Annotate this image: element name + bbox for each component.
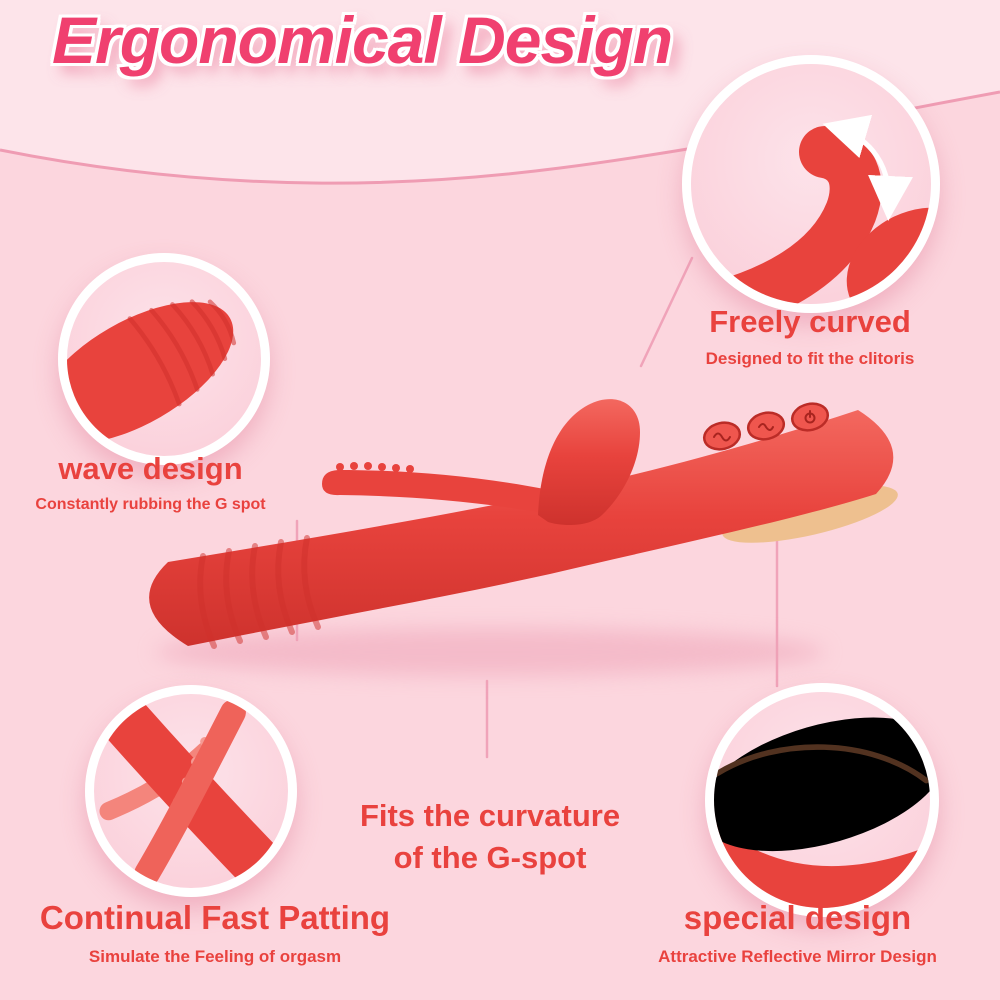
special-design-bubble <box>705 683 939 917</box>
fits-curvature-callout: Fits the curvature of the G-spot <box>295 795 685 879</box>
rib-texture <box>197 535 321 649</box>
freely-curved-sub: Designed to fit the clitoris <box>705 349 915 369</box>
continual-fast-patting-callout: Continual Fast Patting Simulate the Feel… <box>0 898 430 967</box>
fits-curvature-line1: Fits the curvature <box>359 798 621 833</box>
mirror-surface <box>722 485 898 543</box>
flex-arrow-icon <box>822 114 913 221</box>
patting-bubble <box>85 685 297 897</box>
wave-tip-image <box>67 299 237 444</box>
fits-curvature-line2: of the G-spot <box>393 839 587 875</box>
freely-curved-callout: Freely curved Designed to fit the clitor… <box>645 303 975 369</box>
page-title: Ergonomical Design <box>52 3 673 77</box>
wave-design-bubble <box>58 253 270 465</box>
freely-curved-label: Freely curved <box>709 304 911 339</box>
wave-design-callout: wave design Constantly rubbing the G spo… <box>18 450 283 514</box>
special-design-label: special design <box>683 899 912 936</box>
wave-design-sub: Constantly rubbing the G spot <box>35 496 266 514</box>
mirror-handle-image <box>714 717 930 908</box>
product-head-arm <box>538 399 640 526</box>
special-design-callout: special design Attractive Reflective Mir… <box>595 898 1000 967</box>
control-buttons <box>702 402 830 451</box>
special-design-sub: Attractive Reflective Mirror Design <box>658 946 937 966</box>
product-finger-arm <box>322 462 592 520</box>
wave-design-label: wave design <box>58 451 243 486</box>
curved-arm-image <box>691 114 931 304</box>
continual-fast-patting-sub: Simulate the Feeling of orgasm <box>88 946 342 966</box>
product-shadow <box>155 628 825 676</box>
freely-curved-bubble <box>682 55 940 313</box>
patting-arms-image <box>94 694 288 888</box>
continual-fast-patting-label: Continual Fast Patting <box>39 899 391 936</box>
